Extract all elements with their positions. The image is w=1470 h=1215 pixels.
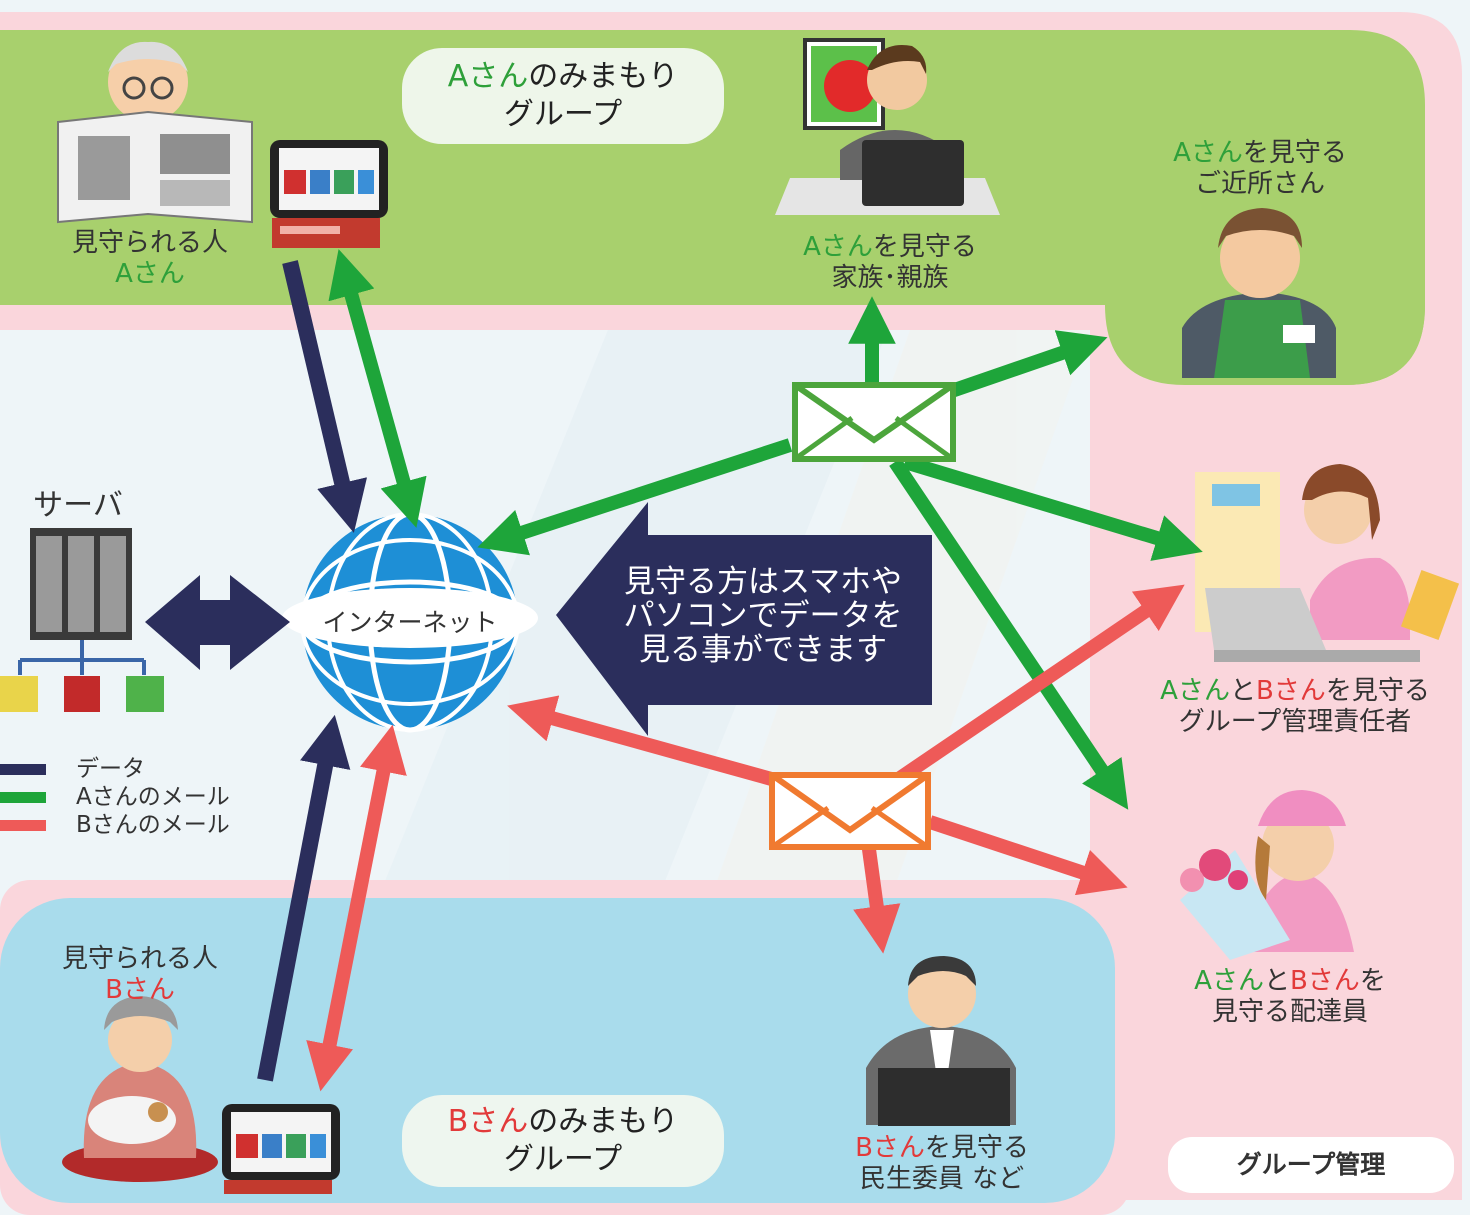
server-illustration (0, 528, 164, 712)
b-mail-arrows (306, 584, 1185, 1092)
legend-item-a-mail: Aさんのメール (0, 777, 230, 811)
family-illustration (775, 38, 1000, 215)
group-a-title: Aさんのみまもり グループ (402, 48, 724, 144)
watched-person-a-label: 見守られる人 Aさん (71, 228, 228, 289)
server-internet-arrow (145, 575, 290, 670)
a-mail-envelope-icon (792, 382, 956, 462)
welfare-commissioner-label: Bさんを見守る 民生委員 など (855, 1133, 1029, 1194)
tablet-device-a (270, 140, 388, 248)
watched-person-a-illustration (57, 41, 253, 224)
internet-label: インターネット (322, 608, 498, 637)
delivery-label: AさんとBさんを 見守る配達員 (1194, 966, 1386, 1027)
welfare-commissioner-illustration (866, 956, 1016, 1126)
legend-swatch-b-mail (0, 820, 46, 831)
legend-swatch-data (0, 764, 46, 775)
legend-item-b-mail: Bさんのメール (0, 805, 230, 839)
legend-item-data: データ (0, 749, 145, 783)
neighbor-label: Aさんを見守る ご近所さん (1173, 138, 1347, 199)
server-label: サーバ (33, 488, 123, 523)
group-b-title-line1: Bさんのみまもり (447, 1104, 679, 1139)
callout-text: 見守る方はスマホや パソコンでデータを 見る事ができます (623, 564, 903, 668)
callout-arrow (556, 502, 932, 736)
group-manage-tag: グループ管理 (1168, 1137, 1454, 1193)
watched-person-b-illustration (62, 996, 218, 1182)
group-a-title-line1: Aさんのみまもり (447, 59, 679, 94)
tablet-device-b (222, 1104, 340, 1194)
group-b-title: Bさんのみまもり グループ (402, 1095, 724, 1187)
a-mail-arrows (328, 249, 1203, 810)
manager-illustration (1195, 464, 1460, 662)
manager-label: AさんとBさんを見守る グループ管理責任者 (1160, 676, 1430, 737)
group-a-title-line2: グループ (503, 97, 623, 132)
group-b-title-line2: グループ (503, 1142, 623, 1177)
internet-globe-icon (282, 511, 538, 733)
neighbor-illustration (1182, 208, 1336, 378)
family-label: Aさんを見守る 家族･親族 (803, 232, 977, 293)
legend-swatch-a-mail (0, 792, 46, 803)
watched-person-b-label: 見守られる人 Bさん (61, 944, 218, 1005)
delivery-person-illustration (1180, 790, 1354, 960)
b-mail-envelope-icon (769, 772, 931, 850)
